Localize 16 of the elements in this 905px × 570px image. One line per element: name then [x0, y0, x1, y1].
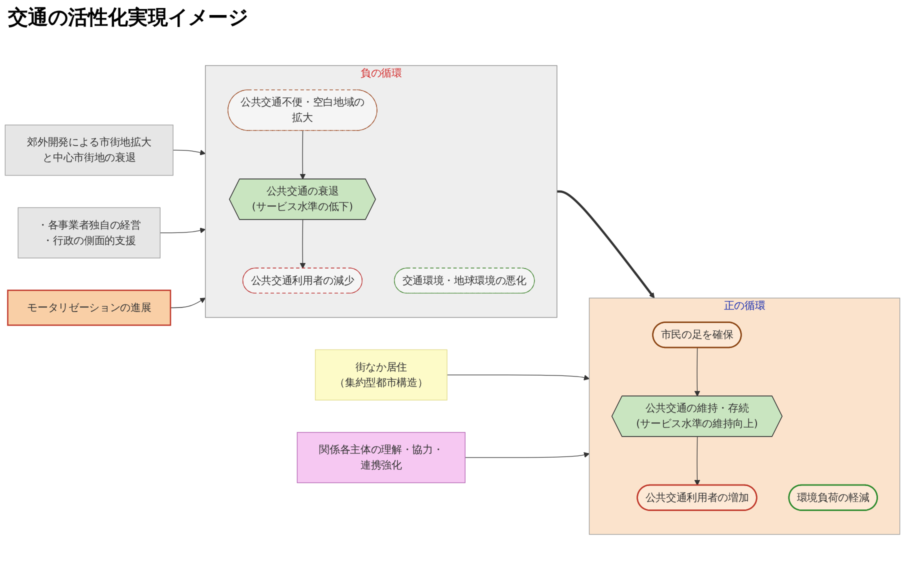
node-box: ・各事業者独自の経営 ・行政の側面的支援 [18, 207, 160, 258]
node-box: 郊外開発による市街地拡大と中心市街地の衰退 [4, 124, 174, 176]
arrow [160, 228, 206, 234]
arrow [694, 436, 700, 486]
diagram-title: 交通の活性化実現イメージ [8, 4, 249, 31]
arrow [170, 298, 206, 308]
node-box: モータリゼーションの進展 [7, 290, 172, 326]
arrow [556, 190, 655, 298]
arrow [464, 452, 590, 458]
arrow [300, 220, 306, 269]
node-box: 街なか居住 （集約型都市構造） [314, 349, 448, 400]
arrow [300, 130, 306, 180]
arrow [694, 347, 700, 396]
arrow [446, 374, 590, 380]
arrow [172, 150, 206, 156]
node-box: 関係各主体の理解・協力・連携強化 [296, 432, 466, 484]
